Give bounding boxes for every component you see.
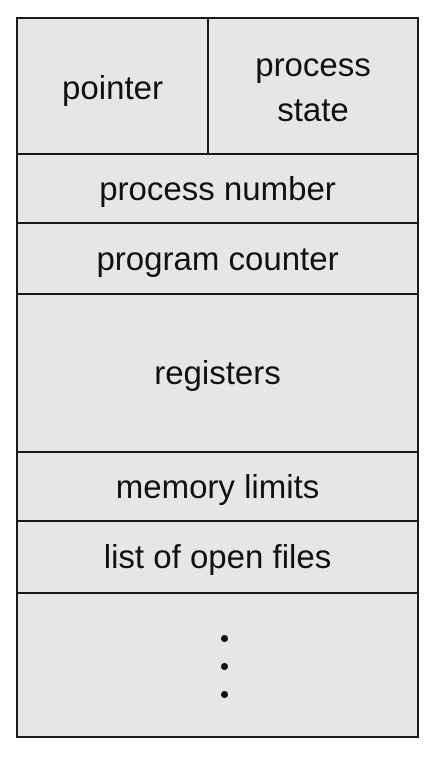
registers-field: registers: [18, 295, 417, 453]
memory-limits-field: memory limits: [18, 453, 417, 522]
memory-limits-label: memory limits: [115, 467, 320, 505]
ellipsis-dot: [221, 634, 228, 642]
ellipsis-dot: [221, 690, 228, 698]
pointer-field: pointer: [18, 19, 209, 153]
process-state-line-1: process: [255, 46, 371, 83]
process-control-block: pointer process state process number pro…: [16, 17, 419, 738]
process-number-label: process number: [99, 169, 336, 207]
pointer-label: pointer: [62, 69, 163, 107]
process-state-field: process state: [209, 19, 417, 153]
process-state-label: process state: [255, 42, 371, 132]
program-counter-label: program counter: [96, 239, 339, 277]
vertical-ellipsis-icon: [221, 634, 228, 698]
process-number-field: process number: [18, 155, 417, 224]
open-files-label: list of open files: [103, 538, 332, 576]
registers-label: registers: [154, 354, 281, 392]
program-counter-field: program counter: [18, 224, 417, 295]
pcb-top-row: pointer process state: [18, 19, 417, 155]
process-state-line-2: state: [277, 91, 349, 128]
additional-fields: [18, 594, 417, 736]
open-files-field: list of open files: [18, 522, 417, 594]
ellipsis-dot: [221, 662, 228, 670]
